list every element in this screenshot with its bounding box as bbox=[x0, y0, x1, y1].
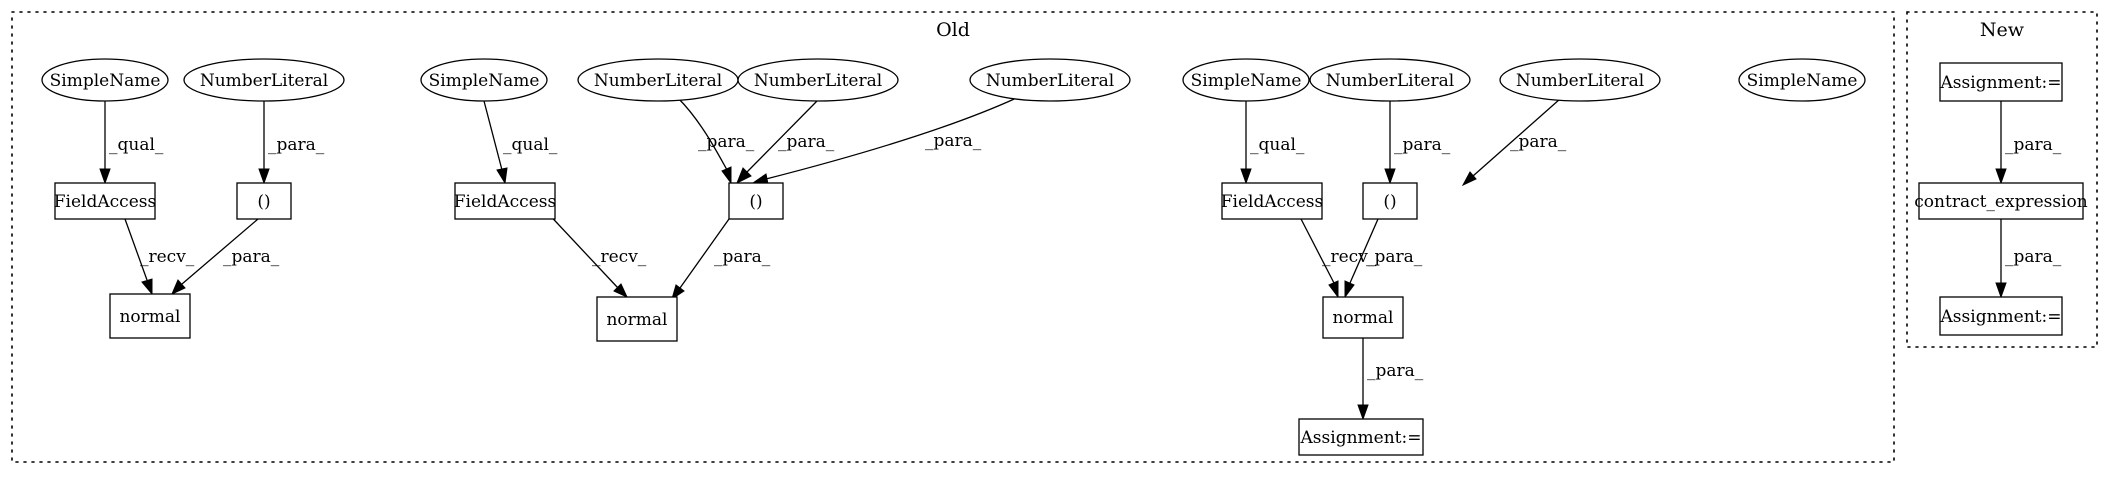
edge-nl3-paren2: _para_ bbox=[736, 100, 835, 185]
node-simplename-2: SimpleName bbox=[420, 58, 548, 102]
edge-label: _recv_ bbox=[592, 247, 647, 267]
node-numberliteral-2: NumberLiteral bbox=[577, 58, 739, 102]
node-paren-3: () bbox=[1362, 182, 1418, 220]
svg-text:NumberLiteral: NumberLiteral bbox=[594, 71, 722, 91]
edge-label: _qual_ bbox=[109, 135, 164, 155]
node-fieldaccess-2: FieldAccess bbox=[454, 182, 556, 220]
edge-label: _para_ bbox=[1510, 132, 1567, 152]
svg-text:FieldAccess: FieldAccess bbox=[1221, 192, 1323, 212]
svg-text:FieldAccess: FieldAccess bbox=[54, 192, 156, 212]
edge-paren1-normal1: _para_ bbox=[171, 218, 280, 295]
svg-text:NumberLiteral: NumberLiteral bbox=[1516, 71, 1644, 91]
node-simplename-3: SimpleName bbox=[1182, 58, 1310, 102]
edge-sn3-fieldaccess3: _qual_ bbox=[1240, 101, 1305, 185]
edge-paren2-normal2: _para_ bbox=[671, 218, 771, 301]
edge-label: _para_ bbox=[268, 135, 325, 155]
svg-text:NumberLiteral: NumberLiteral bbox=[1326, 71, 1454, 91]
node-paren-2: () bbox=[728, 182, 784, 220]
node-numberliteral-3: NumberLiteral bbox=[737, 58, 899, 102]
svg-text:(): () bbox=[749, 192, 762, 212]
svg-text:normal: normal bbox=[1332, 308, 1393, 328]
edge-assignment1-contract: _para_ bbox=[1995, 101, 2062, 185]
svg-text:NumberLiteral: NumberLiteral bbox=[200, 71, 328, 91]
edge-nl2-paren2: _para_ bbox=[677, 97, 755, 185]
svg-text:FieldAccess: FieldAccess bbox=[454, 192, 556, 212]
node-fieldaccess-1: FieldAccess bbox=[54, 182, 156, 220]
node-assignment-new-2: Assignment:= bbox=[1939, 296, 2063, 336]
edge-label: _para_ bbox=[1394, 135, 1451, 155]
edge-label: _para_ bbox=[1367, 361, 1424, 381]
node-normal-1: normal bbox=[109, 293, 191, 339]
node-contract-expression: contract_expression bbox=[1914, 182, 2088, 220]
node-numberliteral-5: NumberLiteral bbox=[1309, 58, 1471, 102]
edge-nl6-paren3: _para_ bbox=[1461, 98, 1567, 187]
node-normal-2: normal bbox=[596, 296, 678, 342]
node-numberliteral-6: NumberLiteral bbox=[1499, 58, 1661, 102]
svg-text:normal: normal bbox=[606, 310, 667, 330]
svg-text:NumberLiteral: NumberLiteral bbox=[986, 71, 1114, 91]
node-numberliteral-4: NumberLiteral bbox=[969, 58, 1131, 102]
edge-nl4-paren2: _para_ bbox=[751, 93, 1026, 185]
edge-fieldaccess2-normal2: _recv_ bbox=[542, 207, 647, 299]
edge-label: _recv_ bbox=[140, 247, 195, 267]
edge-label: _para_ bbox=[2005, 247, 2062, 267]
edge-label: _para_ bbox=[925, 131, 982, 151]
svg-text:normal: normal bbox=[119, 307, 180, 327]
node-simplename-1: SimpleName bbox=[41, 58, 169, 102]
node-simplename-4: SimpleName bbox=[1738, 58, 1866, 102]
svg-text:SimpleName: SimpleName bbox=[429, 71, 540, 91]
node-normal-3: normal bbox=[1322, 296, 1404, 339]
cluster-new: New bbox=[1906, 11, 2098, 348]
svg-text:contract_expression: contract_expression bbox=[1914, 192, 2087, 212]
edge-label: _qual_ bbox=[1250, 135, 1305, 155]
svg-text:Assignment:=: Assignment:= bbox=[1940, 307, 2062, 327]
svg-text:SimpleName: SimpleName bbox=[1191, 71, 1302, 91]
cluster-old: Old bbox=[11, 11, 1895, 463]
node-assignment-new-1: Assignment:= bbox=[1939, 62, 2063, 102]
edge-label: _qual_ bbox=[503, 135, 558, 155]
edge-sn2-fieldaccess2: _qual_ bbox=[483, 100, 558, 185]
edge-label: _para_ bbox=[1366, 247, 1423, 267]
svg-text:NumberLiteral: NumberLiteral bbox=[754, 71, 882, 91]
node-assignment-old: Assignment:= bbox=[1298, 418, 1424, 456]
edge-nl5-paren3: _para_ bbox=[1384, 101, 1451, 185]
edge-paren3-normal3: _para_ bbox=[1344, 218, 1423, 299]
svg-text:Assignment:=: Assignment:= bbox=[1940, 73, 2062, 93]
edge-fieldaccess1-normal1: _recv_ bbox=[124, 218, 195, 296]
svg-text:Assignment:=: Assignment:= bbox=[1300, 428, 1422, 448]
edge-sn1-fieldaccess1: _qual_ bbox=[99, 101, 164, 185]
edge-label: _para_ bbox=[698, 132, 755, 152]
cluster-old-title: Old bbox=[936, 19, 970, 41]
node-fieldaccess-3: FieldAccess bbox=[1221, 182, 1323, 220]
edge-label: _para_ bbox=[778, 132, 835, 152]
edge-label: _para_ bbox=[2005, 135, 2062, 155]
cluster-new-title: New bbox=[1980, 19, 2025, 41]
edge-label: _para_ bbox=[714, 247, 771, 267]
svg-text:SimpleName: SimpleName bbox=[1747, 71, 1858, 91]
node-numberliteral-1: NumberLiteral bbox=[183, 58, 345, 102]
svg-text:SimpleName: SimpleName bbox=[50, 71, 161, 91]
node-paren-1: () bbox=[236, 182, 292, 220]
svg-text:(): () bbox=[257, 192, 270, 212]
edge-normal3-assignment: _para_ bbox=[1357, 338, 1424, 421]
svg-text:(): () bbox=[1383, 192, 1396, 212]
edge-contract-assignment2: _para_ bbox=[1995, 219, 2062, 299]
edge-nl1-paren1: _para_ bbox=[258, 101, 325, 185]
edge-label: _para_ bbox=[223, 247, 280, 267]
